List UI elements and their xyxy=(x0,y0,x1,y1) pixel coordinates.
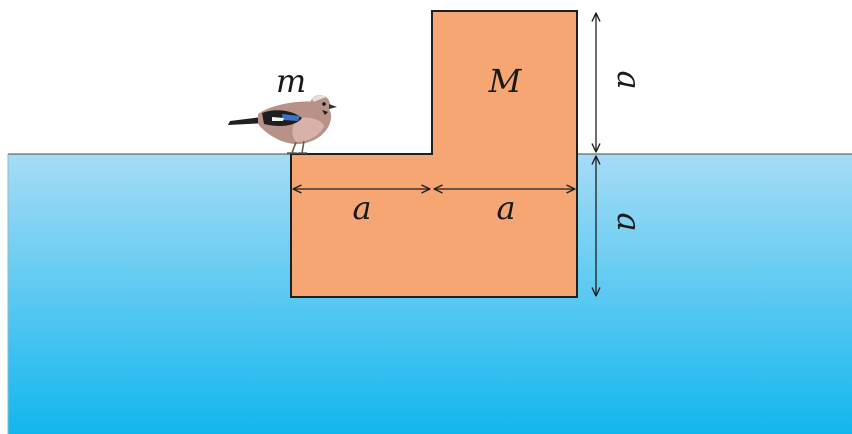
bird-moustache xyxy=(322,110,328,115)
bird-wing-white-patch xyxy=(272,117,284,121)
bird-eye xyxy=(322,102,326,106)
bird-leg-right xyxy=(301,140,305,154)
jay-bird-icon xyxy=(228,95,337,154)
block-mass-label: M xyxy=(488,62,523,100)
bird-beak xyxy=(329,104,337,109)
bird-mass-label: m xyxy=(276,62,306,100)
l-shaped-block xyxy=(290,10,578,298)
bird-breast xyxy=(292,117,324,142)
bird-tail xyxy=(228,117,266,125)
bottom-left-width-label: a xyxy=(352,189,371,227)
bird-crest xyxy=(312,95,327,102)
lower-height-label: a xyxy=(610,212,648,231)
upper-height-label: a xyxy=(610,70,648,89)
bird-wing-blue-patch xyxy=(282,114,300,121)
bottom-right-width-label: a xyxy=(496,189,515,227)
bird-leg-left xyxy=(291,141,297,154)
